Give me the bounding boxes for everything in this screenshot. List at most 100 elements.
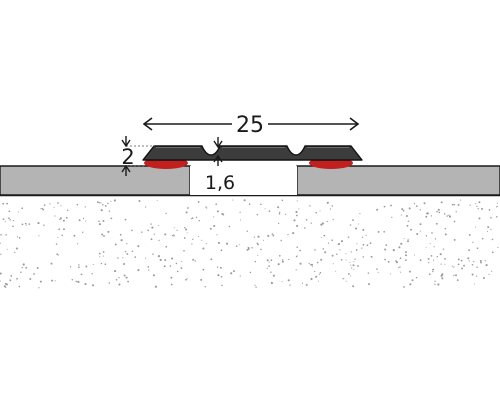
- screed-speck: [248, 203, 251, 205]
- screed-speck: [184, 226, 186, 229]
- screed-speck: [144, 257, 147, 259]
- screed-speck: [190, 218, 193, 220]
- screed-speck: [77, 280, 80, 283]
- screed-speck: [305, 283, 308, 286]
- screed-speck: [473, 283, 475, 285]
- screed-speck: [369, 242, 372, 245]
- screed-speck: [22, 263, 25, 266]
- screed-speck: [152, 274, 155, 277]
- screed-speck: [298, 208, 300, 210]
- screed-speck: [152, 253, 154, 255]
- screed-speck: [220, 249, 223, 252]
- screed-speck: [29, 278, 32, 280]
- screed-speck: [6, 248, 8, 250]
- screed-speck: [322, 248, 325, 250]
- screed-speck: [441, 273, 444, 276]
- floor-covering-right: [296, 165, 500, 196]
- screed-speck: [20, 271, 22, 273]
- screed-speck: [38, 287, 40, 289]
- screed-speck: [221, 284, 223, 287]
- screed-speck: [367, 272, 370, 274]
- screed-speck: [332, 218, 334, 221]
- screed-speck: [308, 262, 310, 265]
- screed-speck: [295, 269, 297, 271]
- screed-speck: [451, 265, 453, 267]
- screed-speck: [205, 206, 207, 208]
- screed-speck: [473, 260, 475, 263]
- screed-speck: [491, 270, 493, 272]
- screed-speck: [114, 243, 117, 246]
- screed-speck: [257, 235, 260, 238]
- screed-speck: [91, 273, 93, 275]
- screed-speck: [419, 223, 422, 226]
- screed-speck: [124, 218, 127, 221]
- screed-speck: [8, 217, 10, 220]
- screed-speck: [469, 204, 471, 206]
- screed-speck: [496, 216, 498, 218]
- screed-speck: [352, 285, 355, 288]
- screed-speck: [173, 227, 175, 229]
- screed-speck: [98, 223, 101, 226]
- screed-speck: [6, 202, 8, 205]
- screed-speck: [340, 240, 344, 243]
- screed-speck: [134, 256, 137, 258]
- screed-speck: [192, 238, 194, 240]
- screed-speck: [431, 232, 433, 234]
- screed-speck: [33, 273, 35, 275]
- screed-speck: [210, 258, 213, 261]
- screed-speck: [433, 246, 435, 248]
- screed-speck: [249, 271, 252, 274]
- screed-speck: [301, 282, 304, 284]
- screed-speck: [435, 222, 438, 225]
- screed-speck: [359, 213, 361, 215]
- screed-speck: [491, 251, 494, 254]
- screed-speck: [217, 241, 221, 244]
- screed-speck: [251, 247, 253, 249]
- screed-speck: [12, 219, 15, 222]
- screed-speck: [305, 218, 308, 221]
- screed-speck: [158, 224, 160, 227]
- screed-speck: [173, 234, 175, 236]
- screed-speck: [357, 265, 359, 267]
- screed-speck: [0, 253, 2, 255]
- screed-speck: [389, 273, 391, 275]
- width-arrow-right-icon: [349, 117, 360, 131]
- screed-speck: [310, 277, 313, 281]
- screed-speck: [281, 259, 284, 261]
- screed-speck: [254, 284, 256, 286]
- screed-speck: [159, 258, 162, 262]
- screed-speck: [481, 237, 484, 240]
- screed-speck: [216, 210, 219, 213]
- screed-speck: [326, 201, 329, 204]
- screed-speck: [110, 217, 113, 220]
- transition-profile: [142, 145, 363, 161]
- screed-speck: [102, 255, 104, 257]
- screed-speck: [457, 263, 460, 266]
- screed-speck: [5, 234, 7, 236]
- screed-speck: [256, 242, 259, 244]
- screed-speck: [71, 279, 74, 281]
- screed-speck: [131, 229, 133, 232]
- screed-speck: [426, 212, 428, 215]
- screed-speck: [216, 234, 218, 236]
- screed-speck: [385, 244, 388, 246]
- screed-speck: [299, 262, 302, 265]
- screed-speck: [107, 230, 110, 233]
- screed-speck: [292, 232, 295, 235]
- screed-speck: [2, 218, 5, 221]
- height-dimension-label: 2: [121, 145, 134, 169]
- screed-speck: [398, 246, 401, 249]
- screed-speck: [480, 261, 482, 264]
- screed-speck: [384, 248, 387, 251]
- screed-speck: [85, 220, 87, 222]
- screed-speck: [78, 264, 80, 266]
- screed-speck: [395, 261, 399, 264]
- gap-dimension-label: 1,6: [205, 172, 235, 194]
- screed-speck: [123, 262, 126, 266]
- screed-speck: [400, 271, 402, 273]
- screed-speck: [0, 242, 1, 244]
- screed-speck: [436, 210, 438, 213]
- screed-speck: [49, 203, 51, 205]
- screed-speck: [453, 220, 456, 223]
- screed-speck: [318, 273, 320, 275]
